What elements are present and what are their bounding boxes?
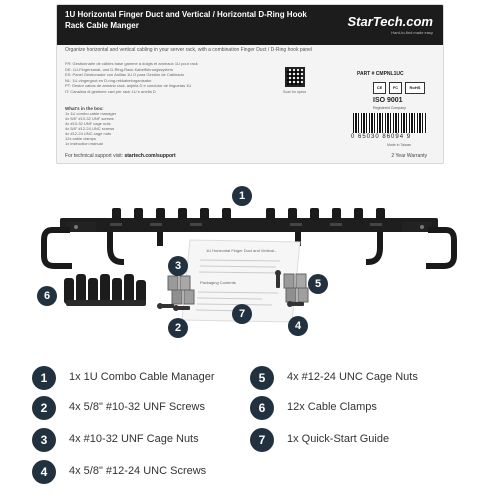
legend-number: 4 [32, 460, 56, 484]
screws-12-24 [275, 270, 304, 307]
guide-subtitle: Packaging Contents [200, 280, 236, 285]
legend-text: 4x 5/8" #10-32 UNF Screws [69, 401, 205, 413]
legend-number: 1 [32, 366, 56, 390]
legend-item-3: 3 4x #10-32 UNF Cage Nuts [32, 428, 242, 454]
screws-10-32 [157, 303, 190, 311]
legend-item-2: 2 4x 5/8" #10-32 UNF Screws [32, 396, 242, 422]
card-header: 1U Horizontal Finger Duct and Vertical /… [57, 5, 443, 45]
legend-text: 4x 5/8" #12-24 UNC Screws [69, 465, 207, 477]
language-line: DE: 1U-Fingerkanal- und D-Ring-Rack-Kabe… [65, 66, 174, 72]
marker-7: 7 [232, 304, 252, 324]
legend-number: 2 [32, 396, 56, 420]
box-item: 4x #10-32 UNF cage nuts [65, 121, 111, 126]
legend-number: 7 [250, 428, 274, 452]
scan-label: Scan for specs [283, 90, 307, 94]
legend-text: 1x 1U Combo Cable Manager [69, 371, 215, 383]
warranty-label: 2 Year Warranty [391, 153, 427, 159]
cable-clamps [64, 274, 146, 306]
legend-text: 4x #12-24 UNC Cage Nuts [287, 371, 418, 383]
legend-text: 4x #10-32 UNF Cage Nuts [69, 433, 199, 445]
box-contents-list: What's in the box: 1x 1U combo cable man… [65, 106, 155, 146]
language-line: ES: Panel Gestionador con Anillas 1U D p… [65, 72, 184, 78]
legend-item-7: 7 1x Quick-Start Guide [250, 428, 470, 454]
box-item: 4x #12-24 UNC cage nuts [65, 131, 112, 136]
legend-number: 5 [250, 366, 274, 390]
cable-manager [41, 208, 457, 269]
box-item: 4x 5/8" #12-24 UNC screws [65, 126, 115, 131]
language-line: NL: 1U-vingergoot en D-ring-rekkabelorga… [65, 77, 152, 83]
language-line: FR: Gestionnaire de câbles base gamme à … [65, 61, 198, 66]
iso-subtitle: Registered Company [373, 106, 406, 110]
marker-1: 1 [232, 186, 252, 206]
language-list: FR: Gestionnaire de câbles base gamme à … [65, 61, 315, 95]
legend-item-6: 6 12x Cable Clamps [250, 396, 470, 422]
box-item: 1x 1U combo cable manager [65, 111, 117, 116]
legend-text: 12x Cable Clamps [287, 401, 377, 413]
brand-tagline: Hard-to-find made easy [391, 30, 433, 35]
language-line: PT: Gestor cabos de armário rack, anjeil… [65, 83, 192, 89]
made-in-label: Made in Taiwan [387, 143, 412, 147]
quick-start-guide: 1U Horizontal Finger Duct and Vertical..… [181, 239, 301, 323]
qr-code [285, 67, 305, 87]
product-photo: 1U Horizontal Finger Duct and Vertical..… [41, 208, 457, 323]
marker-5: 5 [308, 274, 328, 294]
barcode [353, 113, 427, 133]
box-item: 1x instruction manual [65, 141, 103, 146]
legend-number: 6 [250, 396, 274, 420]
fc-badge: FC [389, 82, 402, 94]
legend-text: 1x Quick-Start Guide [287, 433, 390, 445]
support-line: For technical support visit: startech.co… [65, 153, 176, 159]
box-item: 4x 5/8" #10-32 UNF screws [65, 116, 114, 121]
brand-logo: StarTech.com [347, 14, 434, 29]
iso-label: ISO 9001 [373, 97, 403, 104]
guide-title: 1U Horizontal Finger Duct and Vertical..… [206, 248, 277, 253]
cage-nuts-10-32 [167, 275, 195, 305]
box-item: 12x cable clamps [65, 136, 96, 141]
card-subtitle: Organize horizontal and vertical cabling… [65, 47, 313, 53]
barcode-number: 0 65030 86094 9 [351, 134, 412, 140]
language-line: IT: Canalina di gestione cavi per rack 1… [65, 88, 156, 94]
part-number: PART # CMPNL1UC [357, 71, 404, 77]
rohs-badge: RoHS [405, 82, 425, 94]
packaging-card: 1U Horizontal Finger Duct and Vertical /… [56, 4, 444, 164]
legend-item-1: 1 1x 1U Combo Cable Manager [32, 366, 242, 392]
legend-item-4: 4 4x 5/8" #12-24 UNC Screws [32, 460, 242, 486]
marker-3: 3 [168, 256, 188, 276]
marker-4: 4 [288, 316, 308, 336]
support-prefix: For technical support visit: [65, 153, 124, 159]
support-url: startech.com/support [124, 153, 176, 159]
legend-number: 3 [32, 428, 56, 452]
legend-item-5: 5 4x #12-24 UNC Cage Nuts [250, 366, 470, 392]
marker-2: 2 [168, 318, 188, 338]
marker-6: 6 [37, 286, 57, 306]
card-title: 1U Horizontal Finger Duct and Vertical /… [65, 10, 307, 30]
ce-badge: CE [373, 82, 386, 94]
box-contents-heading: What's in the box: [65, 106, 104, 111]
cage-nuts-12-24 [283, 273, 309, 303]
